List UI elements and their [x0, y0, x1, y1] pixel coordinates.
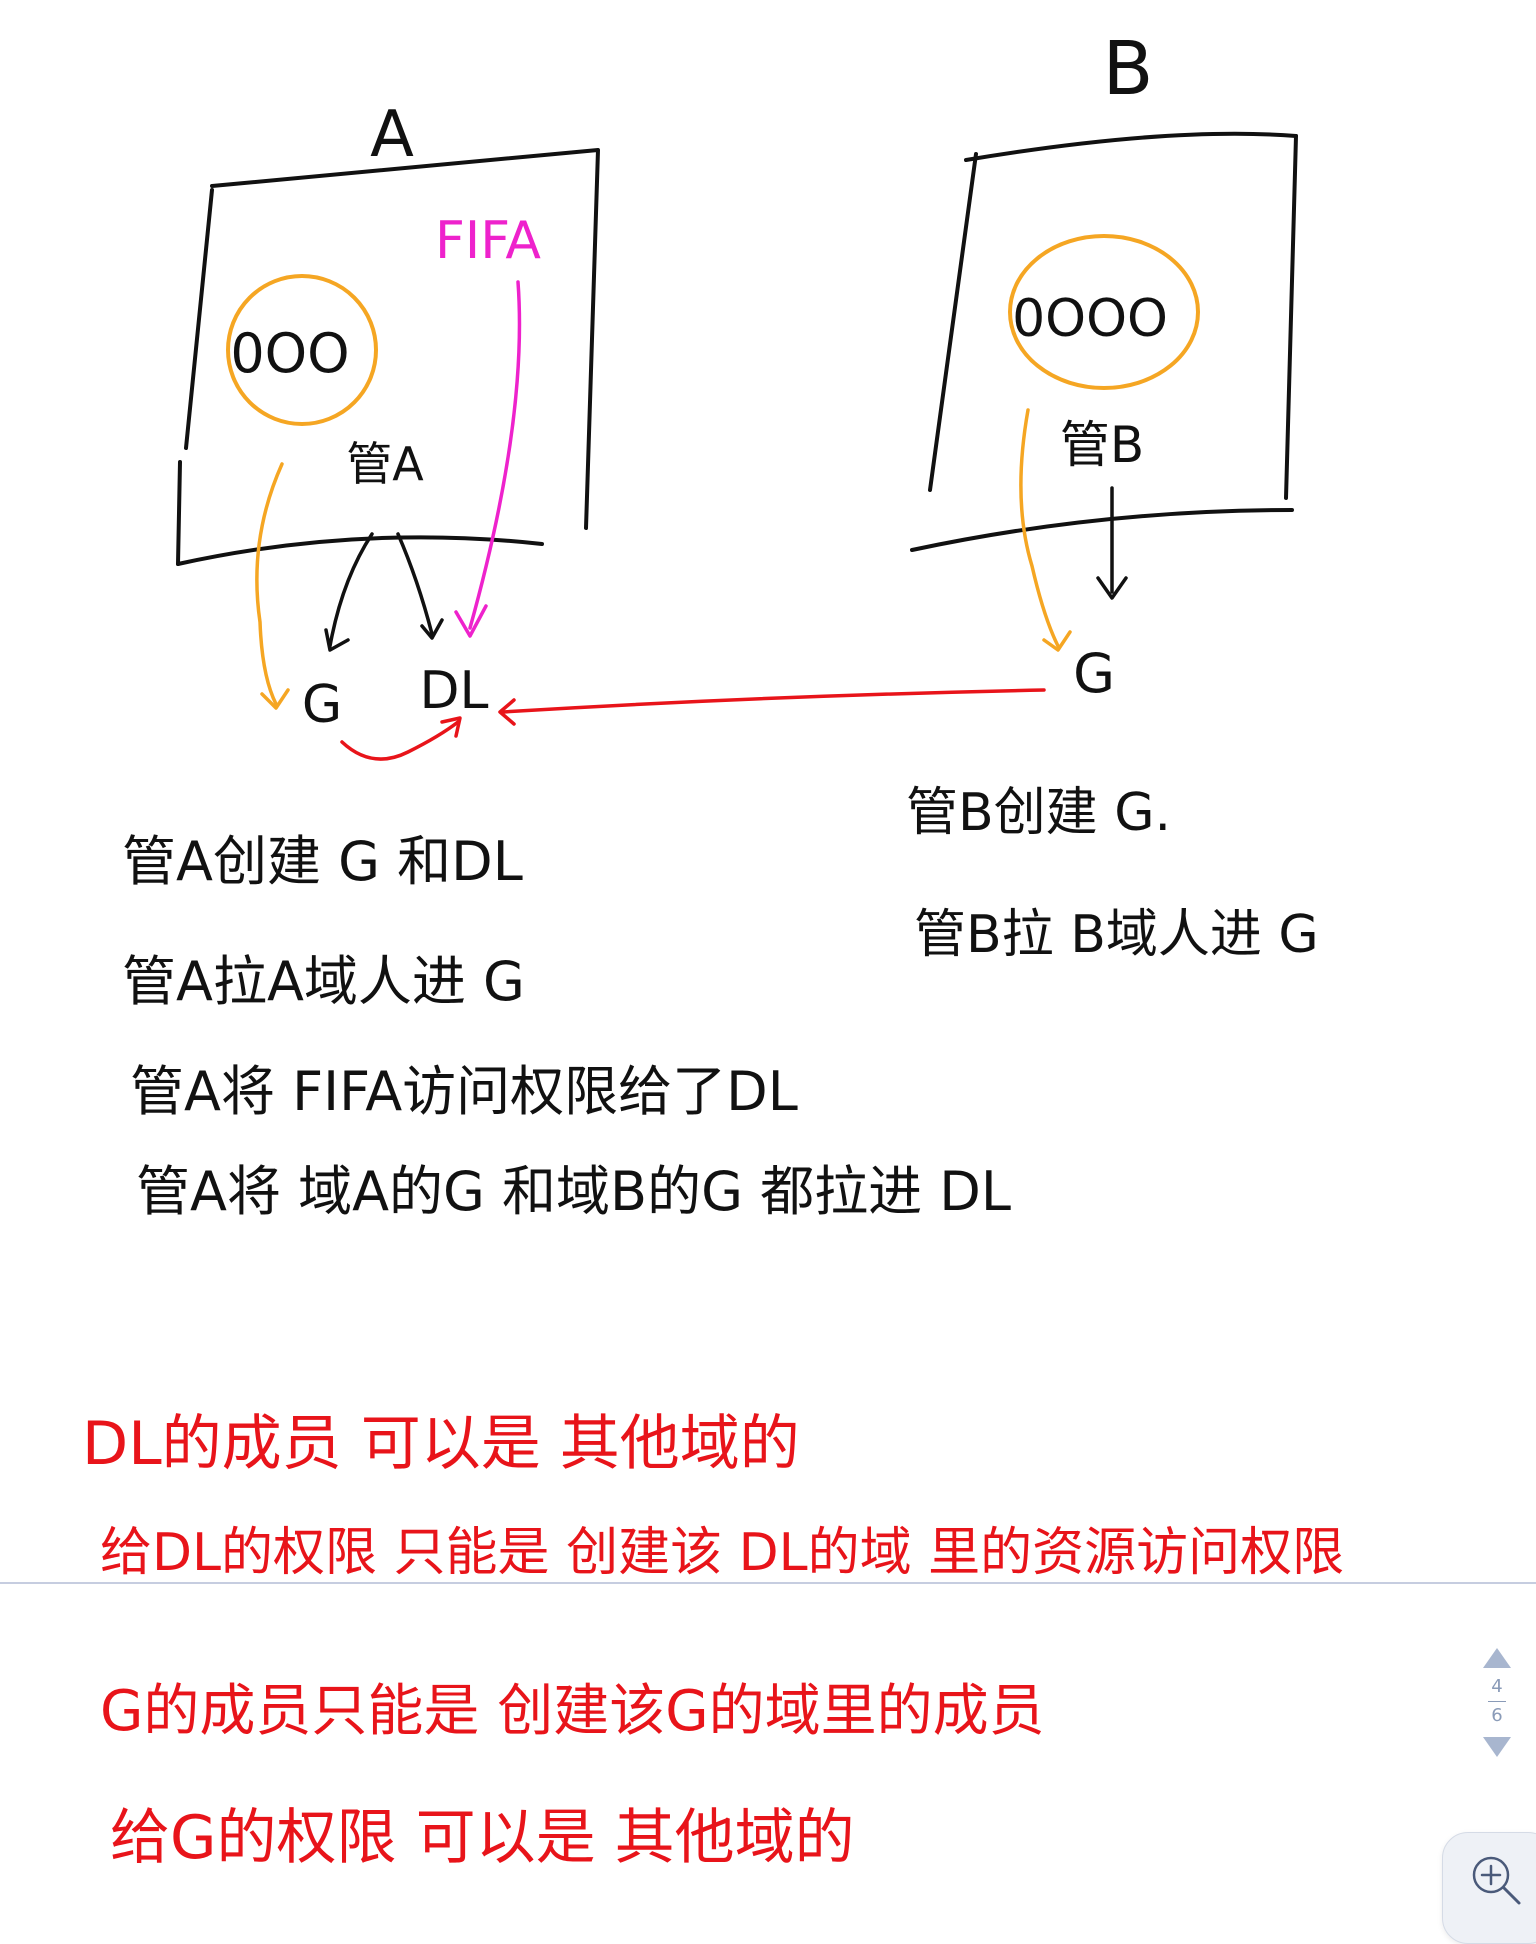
- arrow-head-admin-b-to-g: [1096, 576, 1128, 600]
- arrow-users-a-to-g: [255, 462, 284, 706]
- note-b-1: 管B创建 G.: [906, 783, 1171, 843]
- note-red-1: DL的成员 可以是 其他域的: [82, 1409, 800, 1479]
- page-separator: [1488, 1701, 1506, 1702]
- box-b-bottom-edge: [910, 508, 1294, 552]
- note-a-2: 管A拉A域人进 G: [122, 950, 525, 1013]
- zoom-button[interactable]: [1442, 1832, 1536, 1944]
- users-b-circle: [1008, 234, 1200, 390]
- arrow-fifa-to-dl: [468, 280, 522, 630]
- notes-a: 管A创建 G 和DL 管A拉A域人进 G 管A将 FIFA访问权限给了DL 管A…: [122, 830, 1011, 1223]
- group-b-node: G: [1073, 642, 1115, 705]
- zoom-in-icon: [1472, 1856, 1521, 1905]
- box-a-label: A: [370, 98, 414, 172]
- dl-node: DL: [419, 661, 488, 721]
- note-red-4: 给G的权限 可以是 其他域的: [110, 1803, 855, 1873]
- arrow-head-users-a-to-g: [260, 688, 290, 710]
- box-a-left-upper-edge: [184, 188, 214, 450]
- arrow-head-fifa-to-dl: [454, 604, 488, 638]
- arrow-g-a-to-dl: [340, 720, 460, 761]
- notes-b: 管B创建 G. 管B拉 B域人进 G: [906, 783, 1319, 965]
- arrow-g-b-to-dl: [500, 688, 1046, 714]
- admin-b-label: 管B: [1060, 416, 1144, 474]
- note-red-3: G的成员只能是 创建该G的域里的成员: [100, 1679, 1045, 1744]
- arrow-head-admin-a-to-g: [324, 628, 350, 652]
- note-a-1: 管A创建 G 和DL: [122, 830, 523, 893]
- box-b-right-edge: [1284, 134, 1298, 500]
- note-a-4: 管A将 域A的G 和域B的G 都拉进 DL: [136, 1160, 1011, 1223]
- notes-red: DL的成员 可以是 其他域的 给DL的权限 只能是 创建该 DL的域 里的资源访…: [82, 1409, 1344, 1873]
- arrow-head-g-b-to-dl: [498, 698, 516, 726]
- arrow-head-users-b-to-g: [1042, 630, 1072, 652]
- arrow-users-b-to-g: [1019, 408, 1060, 648]
- admin-a-label: 管A: [346, 437, 424, 491]
- arrow-admin-a-to-dl: [396, 532, 434, 636]
- note-a-3: 管A将 FIFA访问权限给了DL: [130, 1060, 798, 1123]
- note-b-2: 管B拉 B域人进 G: [914, 905, 1319, 965]
- users-b-label: 0OOO: [1012, 289, 1168, 349]
- box-a-left-lower-edge: [176, 460, 182, 566]
- total-pages: 6: [1491, 1705, 1503, 1726]
- box-b-left-edge: [928, 152, 978, 492]
- box-a-top-right-edge: [210, 148, 600, 530]
- page-navigator: 4 6: [1480, 1648, 1514, 1757]
- box-b-top-edge: [964, 131, 1298, 162]
- group-a-node: G: [302, 675, 342, 735]
- box-b: [910, 131, 1298, 552]
- note-red-2: 给DL的权限 只能是 创建该 DL的域 里的资源访问权限: [100, 1523, 1344, 1583]
- arrow-admin-a-to-g: [328, 532, 374, 648]
- fifa-label: FIFA: [435, 211, 541, 271]
- page-down-icon[interactable]: [1483, 1737, 1511, 1757]
- users-a-circle: [226, 274, 378, 426]
- page-up-icon[interactable]: [1483, 1648, 1511, 1668]
- users-a-label: 0OO: [230, 322, 349, 385]
- arrow-head-g-a-to-dl: [440, 716, 462, 738]
- arrow-head-admin-a-to-dl: [420, 618, 444, 640]
- box-b-label: B: [1103, 26, 1154, 112]
- current-page: 4: [1491, 1676, 1503, 1697]
